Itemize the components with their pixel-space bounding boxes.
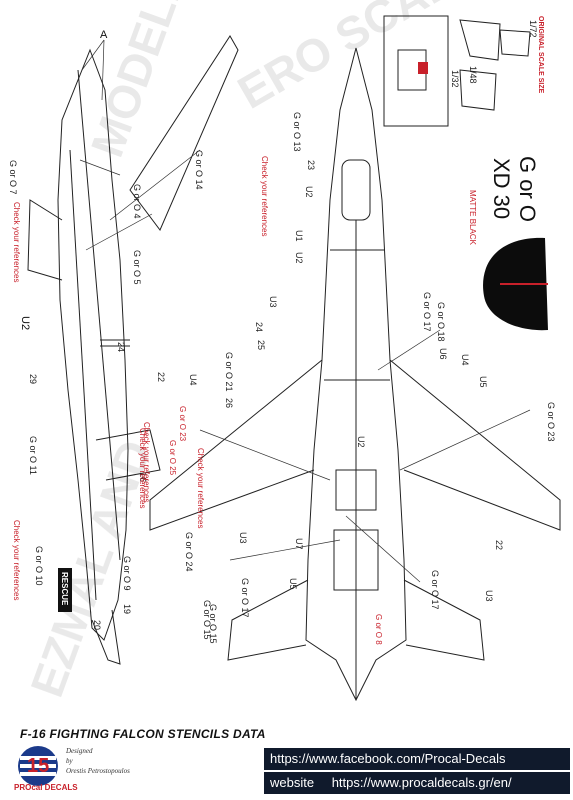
callout-18: G or O 18 [436,302,446,342]
callout-26: 26 [224,398,234,408]
website-label: website [270,775,315,790]
callout-22-side: 22 [156,372,166,382]
callout-u2-nose: U2 [304,186,314,198]
designed-label: Designed [66,747,93,755]
callout-22-top: 22 [494,540,504,550]
callout-23-top: 23 [306,160,316,170]
callout-u5-right: U5 [478,376,488,388]
callout-21: G or O 21 [224,352,234,392]
callout-u1: U1 [294,230,304,242]
callout-a: A [100,29,108,41]
rescue-stencil: RESCUE [60,572,69,606]
radome-small-label: MATTE BLACK [468,190,477,246]
aircraft-drawings: MODELLBAUVERLAG EZMAL AND ERO SCALE [8,0,561,703]
red-marker [418,62,428,74]
callout-17-right: G or O 17 [430,570,440,610]
scale-label-172: 1/72 [528,20,538,38]
radome-label-xd30: XD 30 [489,158,514,219]
side-view-aircraft [27,35,239,665]
callout-11: G or O 11 [28,436,38,475]
facebook-link[interactable]: https://www.facebook.com/Procal-Decals [264,748,570,770]
callout-15-bottom: G or O 15 [202,600,212,640]
callout-25-top: 25 [256,340,266,350]
rescue-stencil-box [58,568,72,612]
callout-u7: U7 [294,538,304,550]
callout-7: G or O 7 [8,160,18,195]
callout-9: G or O 9 [122,556,132,591]
original-scale-size-label: ORIGINAL SCALE SIZE [537,16,544,94]
scale-panel [383,15,531,127]
top-ref-note-1: Check your references [260,156,269,236]
callout-u2-top: U2 [294,252,304,264]
side-ref-note-1: Check your references [12,202,21,282]
callout-5: G or O 5 [132,250,142,285]
svg-text:ERO SCALE: ERO SCALE [229,0,487,119]
watermark: MODELLBAUVERLAG EZMAL AND ERO SCALE [21,0,488,703]
callout-17-top: G or O 17 [422,292,432,332]
website-link[interactable]: website https://www.procaldecals.gr/en/ [264,772,570,794]
designed-by: by [66,757,73,765]
red-callout-23: G or O 23 [178,406,187,442]
callout-13: G or O 13 [292,112,302,152]
red-callout-8: G or O 8 [374,614,383,645]
callout-20: 20 [92,620,102,630]
top-ref-note-3: Check your references [196,448,205,528]
designer-name: Orestis Petrostopoulos [66,767,130,775]
red-callout-25: G or O 25 [168,440,177,476]
callout-16: 16 [138,472,148,482]
logo-text: PROcal DECALS [14,783,78,792]
callout-24-side: 24 [116,342,126,352]
facebook-url[interactable]: https://www.facebook.com/Procal-Decals [270,751,506,766]
procal-logo: 15 [18,746,58,786]
sheet-title: F-16 FIGHTING FALCON STENCILS DATA [20,727,266,741]
stencil-diagram: MODELLBAUVERLAG EZMAL AND ERO SCALE [8,0,561,703]
radome-graphic [483,237,548,331]
callout-29: 29 [28,374,38,384]
callout-19: 19 [122,604,132,614]
svg-text:15: 15 [27,755,49,777]
callout-17-left: G or O 17 [240,578,250,618]
callout-15-left: G or O 15 [208,604,218,644]
leader-lines [79,39,531,583]
callout-14: G or O 14 [194,150,204,190]
callout-10: G or O 10 [34,546,44,586]
callout-u3-left: U3 [238,532,248,544]
side-ref-note-2: Check your references [138,428,147,508]
callout-23-right: G or O 23 [546,402,556,442]
top-view-aircraft [149,47,561,702]
callout-u3-right: U3 [484,590,494,602]
callout-u4-right: U4 [460,354,470,366]
callout-u6: U6 [438,348,448,360]
scale-label-132: 1/32 [450,70,460,88]
callout-24-top: 24 [254,322,264,332]
scale-label-148: 1/48 [468,66,478,84]
callout-24-left: G or O 24 [184,532,194,572]
top-ref-note-2: Check your references [142,422,151,502]
callout-u3-top: U3 [268,296,278,308]
callout-u2-center: U2 [356,436,366,448]
side-ref-note-3: Check your references [12,520,21,600]
website-url[interactable]: https://www.procaldecals.gr/en/ [331,775,512,790]
callout-u5-bottom: U5 [288,578,298,590]
callout-4: G or O 4 [132,184,142,219]
callout-u4-left: U4 [188,374,198,386]
designer-credit: Designed by Orestis Petrostopoulos [66,746,130,776]
radome-label-g-or-o: G or O [515,156,540,222]
callout-u2-side: U2 [19,316,31,330]
